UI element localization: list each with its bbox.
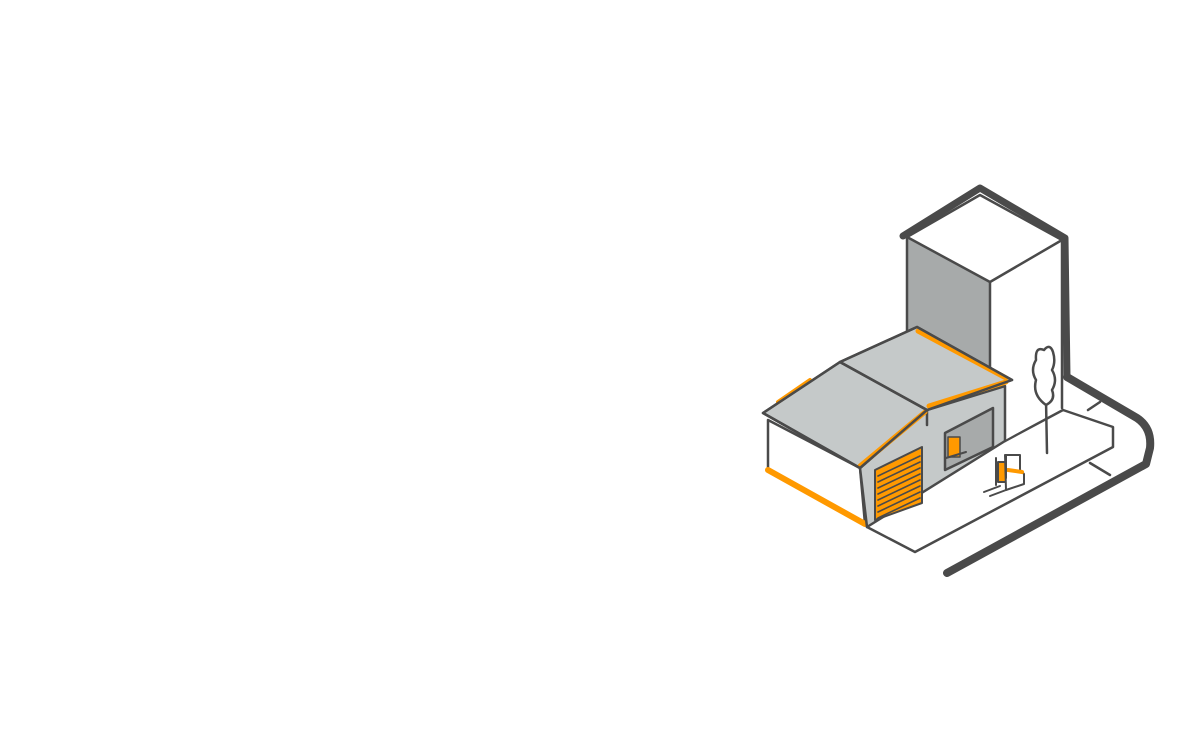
warehouse-roof (761, 325, 1014, 470)
roller-door (874, 446, 923, 521)
loading-bay (943, 406, 995, 472)
forklift-icon (983, 454, 1025, 497)
sidewalk (865, 400, 1115, 554)
tree-icon (1031, 345, 1057, 455)
road-curb (943, 373, 1155, 577)
